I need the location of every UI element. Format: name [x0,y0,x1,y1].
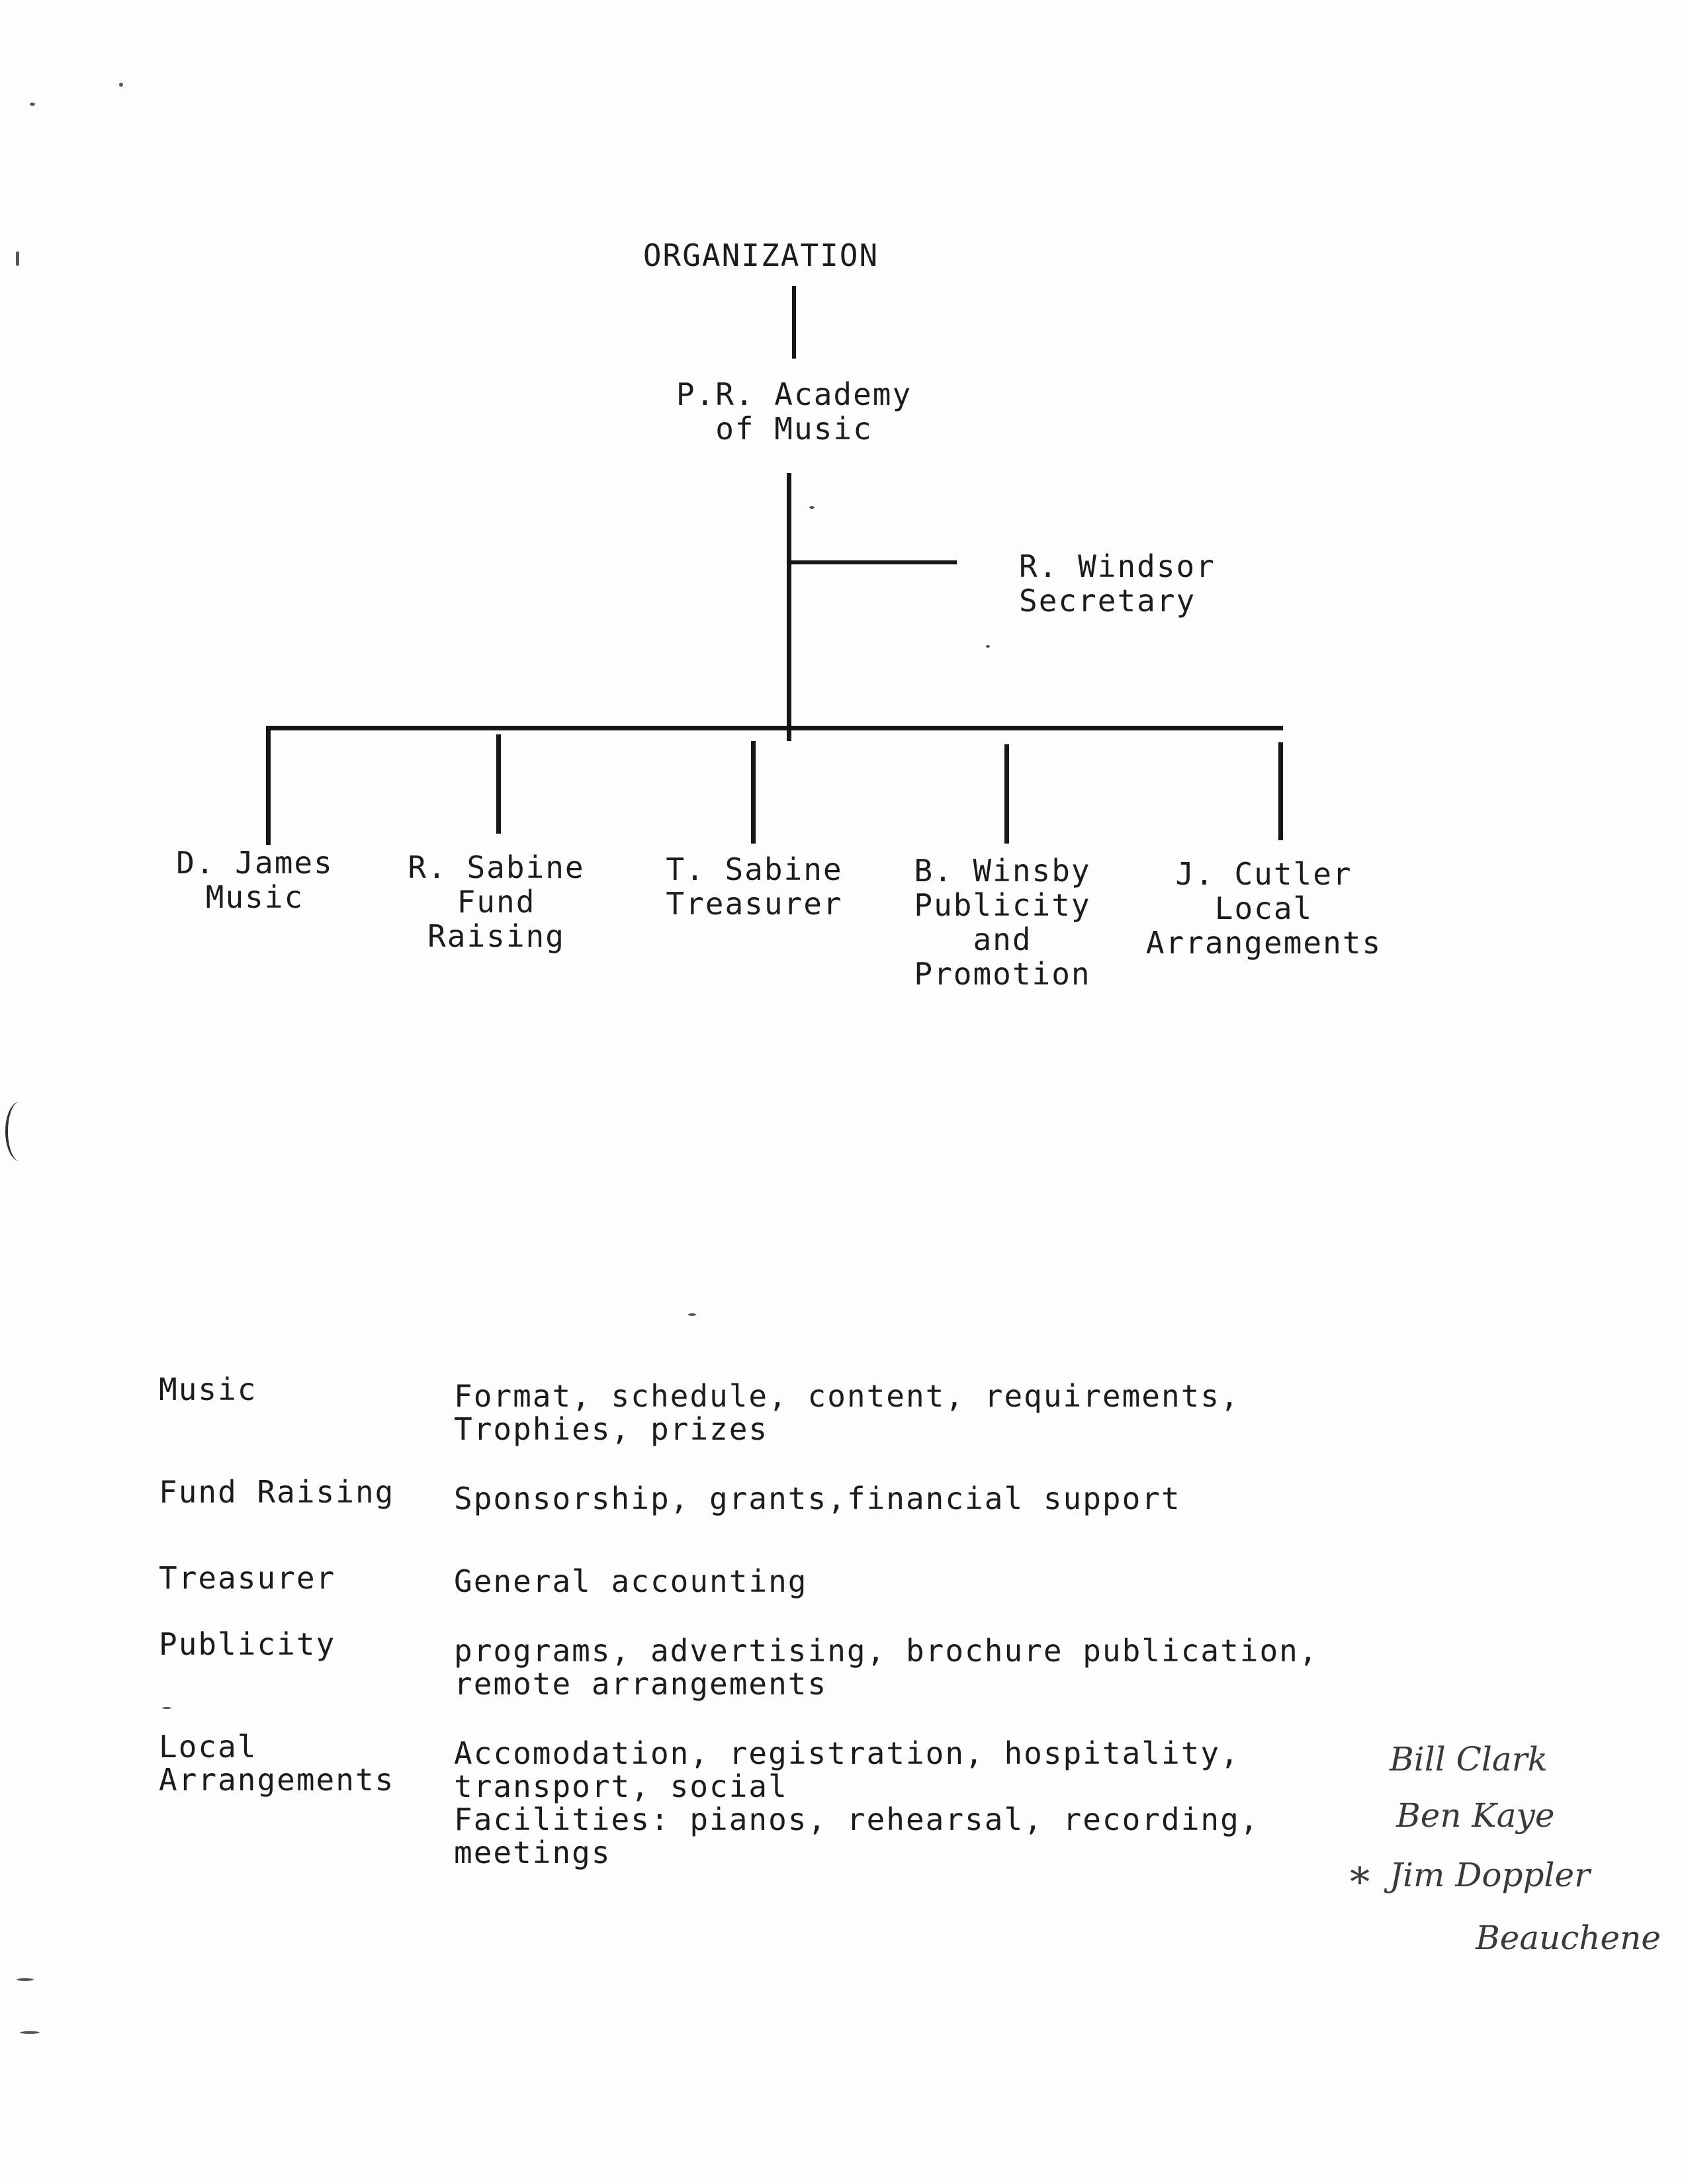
scan-speck [162,1707,171,1709]
member-name: D. James [176,845,333,881]
duty-desc-treasurer: General accounting [454,1565,808,1598]
connector-drop-4 [1004,744,1009,844]
duty-label-text: Arrangements [159,1762,395,1798]
member-name: R. Sabine [408,850,585,885]
root-line2: of Music [715,411,873,447]
duty-desc-line: Accomodation, registration, hospitality, [454,1735,1240,1771]
scan-speck [688,1313,696,1316]
duty-label-text: Publicity [159,1626,336,1662]
connector-secretary [789,560,957,564]
scan-speck [20,2031,40,2034]
handwritten-note-1: Bill Clark [1390,1740,1548,1778]
secretary-role: Secretary [1019,583,1196,619]
duty-label-text: Fund Raising [159,1474,395,1510]
member-role: Publicity [914,887,1091,923]
connector-horizontal-bar [266,726,1283,730]
handwritten-note-4: Beauchene [1476,1919,1661,1957]
duty-label-publicity: Publicity [159,1628,335,1661]
duty-desc-line: transport, social [454,1769,788,1804]
duty-label-music: Music [159,1373,257,1406]
asterisk-mark: * [1350,1859,1370,1905]
duty-label-local-arrangements: Local Arrangements [159,1730,394,1796]
member-role: Local [1214,891,1313,926]
duty-desc-line: meetings [454,1835,611,1870]
duty-desc-publicity: programs, advertising, brochure publicat… [454,1634,1319,1700]
duty-desc-line: Trophies, prizes [454,1411,769,1447]
member-role: Fund [457,884,536,920]
duty-label-treasurer: Treasurer [159,1561,335,1594]
scan-speck [986,645,990,648]
root-line1: P.R. Academy [676,376,912,412]
member-node-4: B. Winsby Publicity and Promotion [887,853,1118,991]
connector-drop-2 [496,734,501,834]
duty-desc-line: programs, advertising, brochure publicat… [454,1633,1319,1669]
member-name: J. Cutler [1175,856,1352,892]
duty-desc-music: Format, schedule, content, requirements,… [454,1379,1240,1446]
connector-drop-5 [1278,742,1283,840]
scan-edge-mark [5,1102,34,1161]
secretary-name: R. Windsor [1019,548,1216,584]
member-name: T. Sabine [666,852,843,887]
scan-speck [119,83,123,87]
duty-desc-line: remote arrangements [454,1666,828,1702]
connector-drop-1 [266,726,271,845]
duty-desc-fund-raising: Sponsorship, grants,financial support [454,1482,1181,1515]
member-role: Raising [427,918,565,954]
member-role: Treasurer [666,886,843,922]
duty-label-text: Treasurer [159,1560,336,1596]
member-node-1: D. James Music [146,846,364,914]
connector-drop-3 [751,741,756,844]
member-name: B. Winsby [914,853,1091,889]
scan-speck [16,251,19,266]
scan-speck [30,103,35,106]
duty-desc-line: Format, schedule, content, requirements, [454,1378,1240,1414]
secretary-node: R. Windsor Secretary [1019,549,1216,618]
member-role: and [973,922,1032,957]
member-node-2: R. Sabine Fund Raising [384,850,609,953]
connector-title-root [792,286,796,359]
chart-title: ORGANIZATION [642,238,879,273]
handwritten-note-2: Ben Kaye [1396,1796,1555,1835]
scan-speck [17,1978,34,1981]
duty-desc-line: Facilities: pianos, rehearsal, recording… [454,1802,1260,1837]
member-node-5: J. Cutler Local Arrangements [1125,857,1403,960]
root-node: P.R. Academy of Music [596,377,993,446]
duty-desc-line: General accounting [454,1563,808,1599]
handwritten-note-3: Jim Doppler [1390,1856,1591,1894]
member-role: Promotion [914,956,1091,992]
duty-desc-local-arrangements: Accomodation, registration, hospitality,… [454,1737,1259,1869]
duty-label-text: Music [159,1372,257,1407]
duty-desc-line: Sponsorship, grants,financial support [454,1481,1181,1516]
scan-speck [809,506,815,509]
duty-label-text: Local [159,1729,257,1765]
member-role: Arrangements [1145,925,1382,961]
member-role: Music [205,879,304,915]
duty-label-fund-raising: Fund Raising [159,1475,394,1508]
member-node-3: T. Sabine Treasurer [639,852,870,921]
connector-root-trunk [787,473,791,741]
